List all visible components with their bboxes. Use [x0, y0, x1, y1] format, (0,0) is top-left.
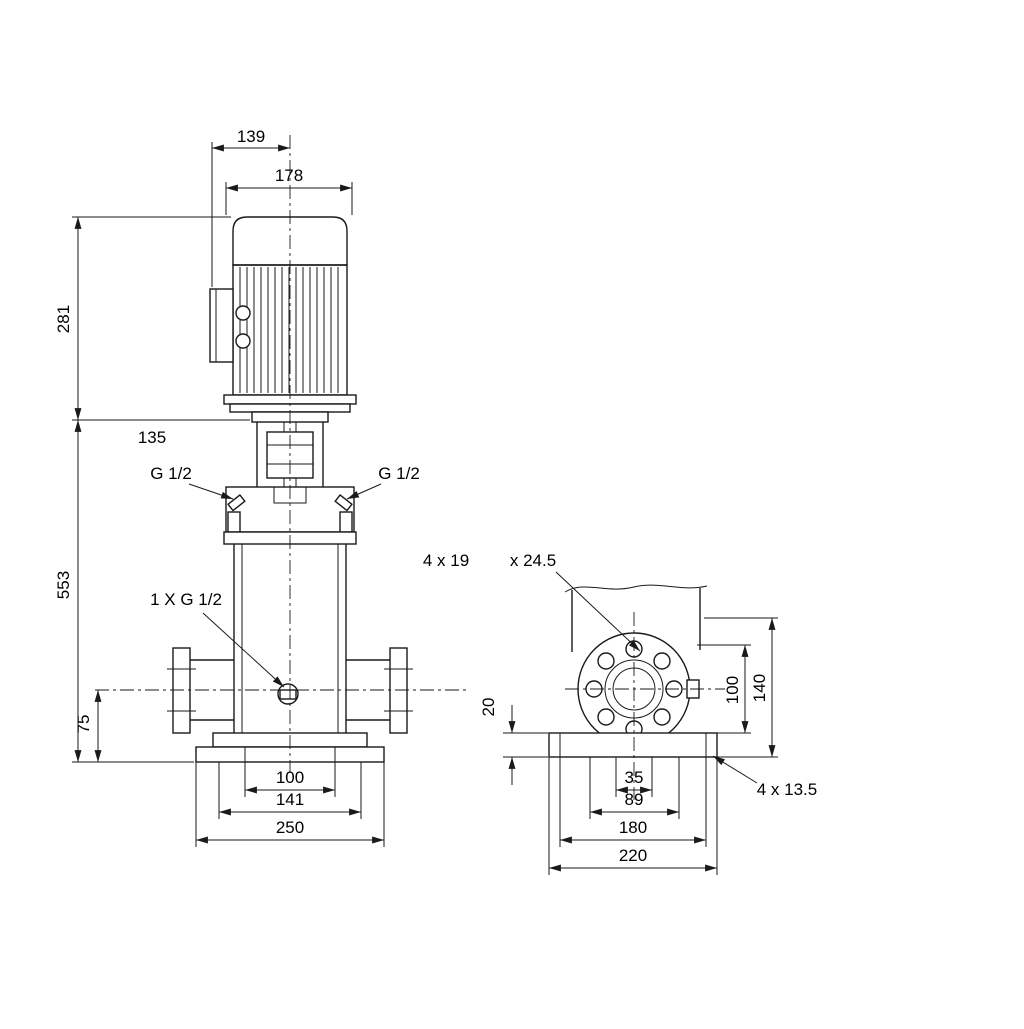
dim-141: 141 — [218, 762, 362, 819]
base-hole-leader — [712, 755, 758, 784]
pump-column — [564, 584, 708, 652]
port-label-left: G 1/2 — [150, 464, 234, 500]
base-hole-callout: 4 x 13.5 — [712, 755, 818, 799]
dim-100-front: 100 — [244, 762, 336, 797]
flange-face-right — [389, 647, 408, 734]
dim-89: 89 — [589, 757, 680, 819]
bolt-hole — [597, 652, 615, 670]
front-view: 139 178 281 553 135 G 1/2 — [54, 127, 470, 847]
port-right-text: G 1/2 — [378, 464, 420, 483]
dim-100-side-label: 100 — [723, 676, 742, 704]
side-view: 4 x 19 x 24.5 20 100 140 — [423, 551, 817, 875]
dim-100-side: 100 — [697, 644, 751, 734]
bolt-hole — [653, 652, 671, 670]
dim-139: 139 — [211, 127, 290, 287]
tie-rod-nut-right — [339, 511, 353, 533]
counterbore-text: x 24.5 — [510, 551, 556, 570]
dim-140: 140 — [704, 617, 778, 758]
dim-250: 250 — [195, 762, 385, 847]
port-right-leader — [346, 483, 382, 500]
dim-75: 75 — [74, 690, 102, 762]
port-label-right: G 1/2 — [346, 464, 420, 500]
dim-281: 281 — [54, 216, 250, 421]
break-line — [564, 584, 708, 593]
bolt-hole-leader — [555, 571, 641, 652]
baseplate-side — [548, 732, 718, 758]
port-left-leader — [188, 483, 234, 500]
drain-plug — [277, 683, 299, 705]
dim-100-front-label: 100 — [276, 768, 304, 787]
cable-gland-hole-top — [235, 305, 251, 321]
bolt-hole — [597, 708, 615, 726]
dim-140-label: 140 — [750, 674, 769, 702]
cable-gland-hole-bottom — [235, 333, 251, 349]
dim-281-label: 281 — [54, 305, 73, 333]
drain-label-group: 1 X G 1/2 — [150, 590, 285, 688]
dim-139-label: 139 — [237, 127, 265, 146]
dim-20: 20 — [479, 698, 548, 785]
motor-fins — [239, 267, 339, 393]
pump-casing — [233, 544, 347, 733]
dim-180: 180 — [559, 757, 707, 847]
vent-plug-right — [334, 494, 353, 512]
vent-plug-left — [227, 494, 246, 512]
dim-553-label: 553 — [54, 571, 73, 599]
drain-plug-hex — [279, 689, 297, 700]
discharge-flange — [346, 647, 413, 734]
drain-label-text: 1 X G 1/2 — [150, 590, 222, 609]
bolt-hole-callout: 4 x 19 x 24.5 — [423, 551, 641, 652]
dim-180-label: 180 — [619, 818, 647, 837]
dim-178-label: 178 — [275, 166, 303, 185]
hole-count-text: 4 x 19 — [423, 551, 469, 570]
drain-leader — [202, 612, 285, 688]
dim-141-label: 141 — [276, 790, 304, 809]
dim-553: 553 — [54, 420, 194, 763]
flange-face-left — [172, 647, 191, 734]
dim-35-label: 35 — [625, 768, 644, 787]
suction-flange — [167, 647, 234, 734]
dim-250-label: 250 — [276, 818, 304, 837]
dim-35: 35 — [615, 757, 653, 797]
bolt-hole — [653, 708, 671, 726]
base-hole-text: 4 x 13.5 — [757, 780, 818, 799]
port-left-text: G 1/2 — [150, 464, 192, 483]
tie-rod-nut-left — [227, 511, 241, 533]
dim-178: 178 — [225, 166, 353, 215]
dim-75-label: 75 — [74, 715, 93, 734]
dim-20-label: 20 — [479, 698, 498, 717]
motor-fan-cover — [232, 216, 348, 266]
baseplate-body — [548, 732, 718, 758]
dim-220-label: 220 — [619, 846, 647, 865]
dim-135-label: 135 — [138, 428, 166, 447]
dim-220: 220 — [548, 757, 718, 875]
motor — [209, 216, 357, 423]
terminal-box — [209, 288, 234, 363]
dim-89-label: 89 — [625, 790, 644, 809]
